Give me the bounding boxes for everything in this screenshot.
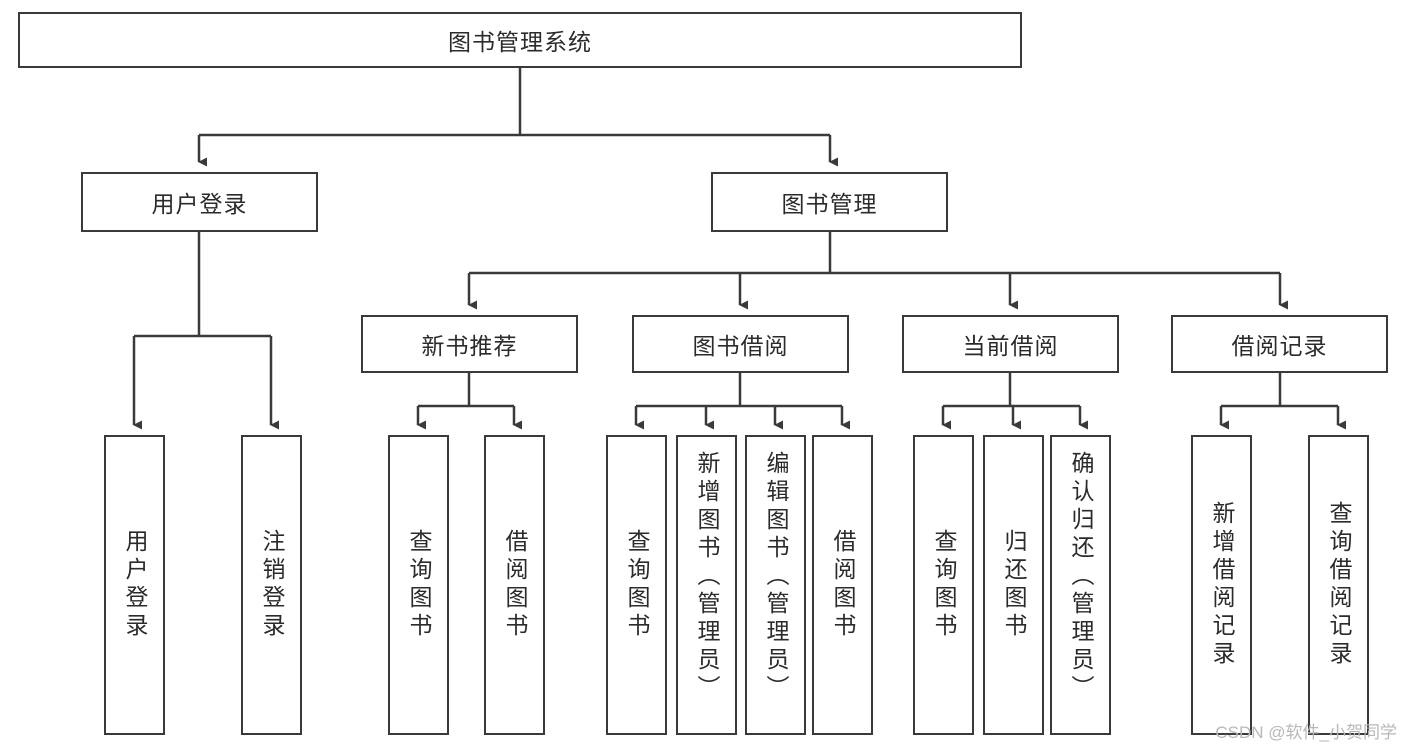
node-user-login[interactable]: 用户登录 [81, 172, 318, 232]
leaf-query-book-current[interactable]: 查询图书 [913, 435, 974, 735]
node-book-borrow[interactable]: 图书借阅 [632, 315, 849, 373]
leaf-user-login[interactable]: 用户登录 [104, 435, 165, 735]
leaf-return-book[interactable]: 归还图书 [983, 435, 1044, 735]
leaf-confirm-return-admin[interactable]: 确认归还（管理员） [1050, 435, 1111, 735]
leaf-query-borrow-record[interactable]: 查询借阅记录 [1308, 435, 1369, 735]
leaf-query-book-newbook[interactable]: 查询图书 [388, 435, 449, 735]
node-new-book-recommend[interactable]: 新书推荐 [361, 315, 578, 373]
leaf-logout-login[interactable]: 注销登录 [241, 435, 302, 735]
leaf-borrow-book[interactable]: 借阅图书 [812, 435, 873, 735]
leaf-add-book-admin[interactable]: 新增图书（管理员） [676, 435, 737, 735]
node-borrow-record[interactable]: 借阅记录 [1171, 315, 1388, 373]
node-book-management[interactable]: 图书管理 [711, 172, 948, 232]
node-current-borrow[interactable]: 当前借阅 [902, 315, 1119, 373]
leaf-edit-book-admin[interactable]: 编辑图书（管理员） [745, 435, 806, 735]
leaf-add-borrow-record[interactable]: 新增借阅记录 [1191, 435, 1252, 735]
leaf-borrow-book-newbook[interactable]: 借阅图书 [484, 435, 545, 735]
leaf-query-book-borrow[interactable]: 查询图书 [606, 435, 667, 735]
node-root-system[interactable]: 图书管理系统 [18, 12, 1022, 68]
